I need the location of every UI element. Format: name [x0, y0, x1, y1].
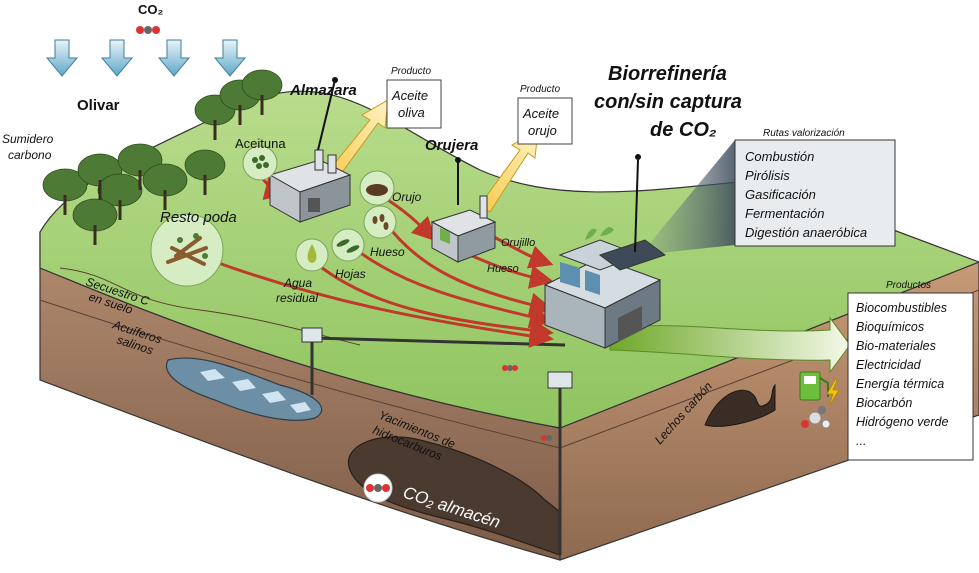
- producto-label-1: Producto: [391, 66, 431, 77]
- aceite-orujo-2: orujo: [528, 123, 557, 138]
- ruta-item: Combustión: [745, 149, 814, 164]
- coal-beds: [704, 383, 776, 427]
- h2-molecule-icon: [801, 406, 831, 429]
- hydrocarbon-reservoir: [347, 436, 561, 556]
- productos-title: Productos: [886, 280, 931, 291]
- biorrefineria-title-2: con/sin captura: [594, 91, 742, 113]
- co2-small-icon: [502, 365, 552, 441]
- agua-residual-2: residual: [276, 291, 318, 305]
- orujera-label: Orujera: [425, 137, 478, 154]
- producto-label-2: Producto: [520, 84, 560, 95]
- biorefinery-building: [543, 227, 667, 349]
- aceite-oliva-box: [386, 79, 442, 129]
- orujo-label: Orujo: [392, 190, 422, 204]
- hueso-flow-label: Hueso: [487, 263, 519, 275]
- orujera-building: [430, 195, 497, 263]
- hojas-icon: [331, 228, 365, 262]
- co2-uptake-arrows: [45, 26, 247, 77]
- agua-residual-1: Agua: [283, 276, 312, 290]
- hueso-label: Hueso: [370, 245, 405, 259]
- producto-item: Electricidad: [856, 358, 922, 372]
- ruta-item: Fermentación: [745, 206, 824, 221]
- ruta-item: Digestión anaeróbica: [745, 225, 867, 240]
- producto-item: Biocarbón: [856, 396, 912, 410]
- producto-item: Bio-materiales: [856, 339, 936, 353]
- co2-top-label: CO₂: [138, 2, 164, 17]
- lightning-icon: [826, 379, 840, 407]
- aceite-oliva-1: Aceite: [391, 88, 428, 103]
- routes-box: [734, 139, 896, 247]
- producto-item: ...: [856, 434, 866, 448]
- olivar-label: Olivar: [77, 97, 120, 114]
- products-box: [847, 292, 974, 461]
- products-output-arrow: [609, 316, 851, 374]
- biomass-flow-arrows: [209, 176, 554, 348]
- aceite-orujo-box: [517, 97, 573, 145]
- hojas-label: Hojas: [335, 267, 366, 281]
- hueso-icon: [363, 205, 397, 239]
- biorrefineria-title-3: de CO₂: [650, 119, 717, 141]
- aceituna-label: Aceituna: [235, 136, 286, 151]
- almazara-label: Almazara: [289, 82, 357, 99]
- almazara-building: [268, 149, 352, 223]
- marker-poles: [317, 79, 639, 253]
- producto-item: Biocombustibles: [856, 301, 947, 315]
- co2-storage-icon: [363, 473, 393, 503]
- aceituna-icon: [242, 145, 278, 181]
- ruta-item: Gasificación: [745, 187, 816, 202]
- aceite-orujo-1: Aceite: [522, 106, 559, 121]
- sumidero-label-2: carbono: [8, 148, 52, 162]
- resto-poda-label: Resto poda: [160, 209, 237, 226]
- olive-trees: [42, 69, 283, 245]
- producto-item: Hidrógeno verde: [856, 415, 948, 429]
- biorrefineria-title-1: Biorrefinería: [608, 63, 727, 85]
- rutas-title: Rutas valorización: [763, 128, 845, 139]
- aceite-oliva-2: oliva: [398, 105, 425, 120]
- producto-item: Energía térmica: [856, 377, 944, 391]
- producto-item: Bioquímicos: [856, 320, 924, 334]
- biomass-icons: [150, 145, 397, 287]
- routes-callout-cone: [640, 140, 735, 255]
- co2-molecule-icon: [136, 26, 160, 34]
- sumidero-label-1: Sumidero: [2, 132, 54, 146]
- ruta-item: Pirólisis: [745, 168, 790, 183]
- orujillo-label: Orujillo: [501, 237, 535, 249]
